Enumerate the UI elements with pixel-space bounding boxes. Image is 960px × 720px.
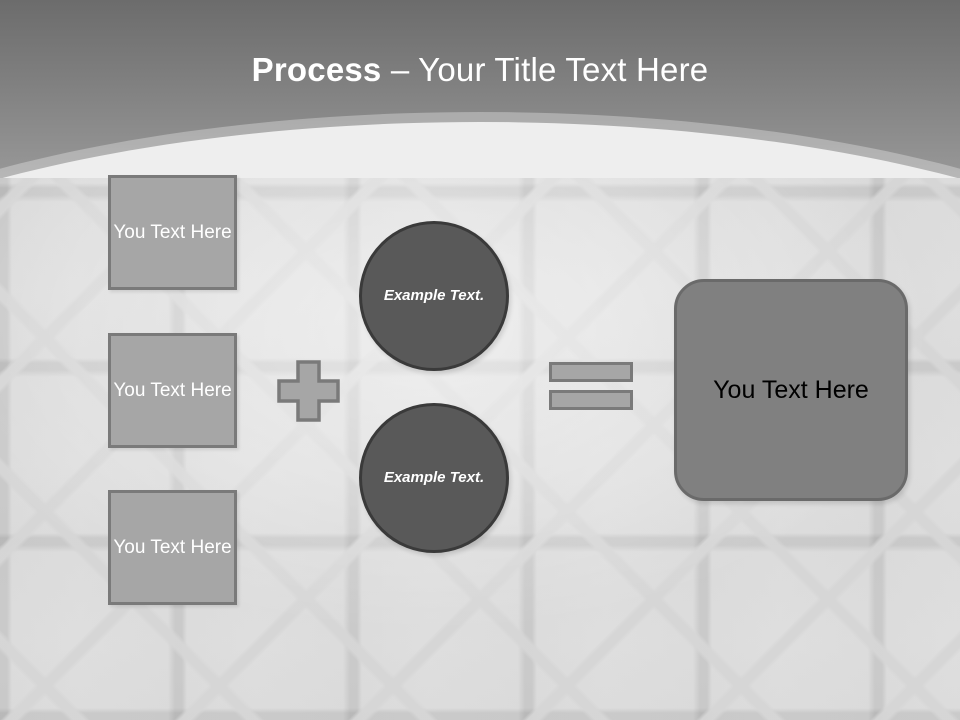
example-circle-1-label: Example Text. (383, 287, 485, 304)
result-box-label: You Text Here (713, 375, 869, 404)
example-circle-1[interactable]: Example Text. (359, 221, 509, 371)
equals-bar-top (549, 362, 633, 382)
header-band (0, 0, 960, 178)
page-title-strong: Process (251, 51, 382, 88)
equals-icon (549, 362, 633, 411)
input-box-2-label: You Text Here (113, 379, 232, 401)
input-box-3[interactable]: You Text Here (108, 490, 237, 605)
page-title: Process – Your Title Text Here (0, 50, 960, 90)
input-box-1[interactable]: You Text Here (108, 175, 237, 290)
example-circle-2-label: Example Text. (383, 469, 485, 486)
input-box-3-label: You Text Here (113, 536, 232, 558)
equals-bar-bottom (549, 390, 633, 410)
page-title-rest: – Your Title Text Here (381, 51, 709, 88)
example-circle-2[interactable]: Example Text. (359, 403, 509, 553)
input-box-2[interactable]: You Text Here (108, 333, 237, 448)
input-box-1-label: You Text Here (113, 221, 232, 243)
result-box[interactable]: You Text Here (674, 279, 908, 501)
plus-icon (277, 360, 340, 422)
